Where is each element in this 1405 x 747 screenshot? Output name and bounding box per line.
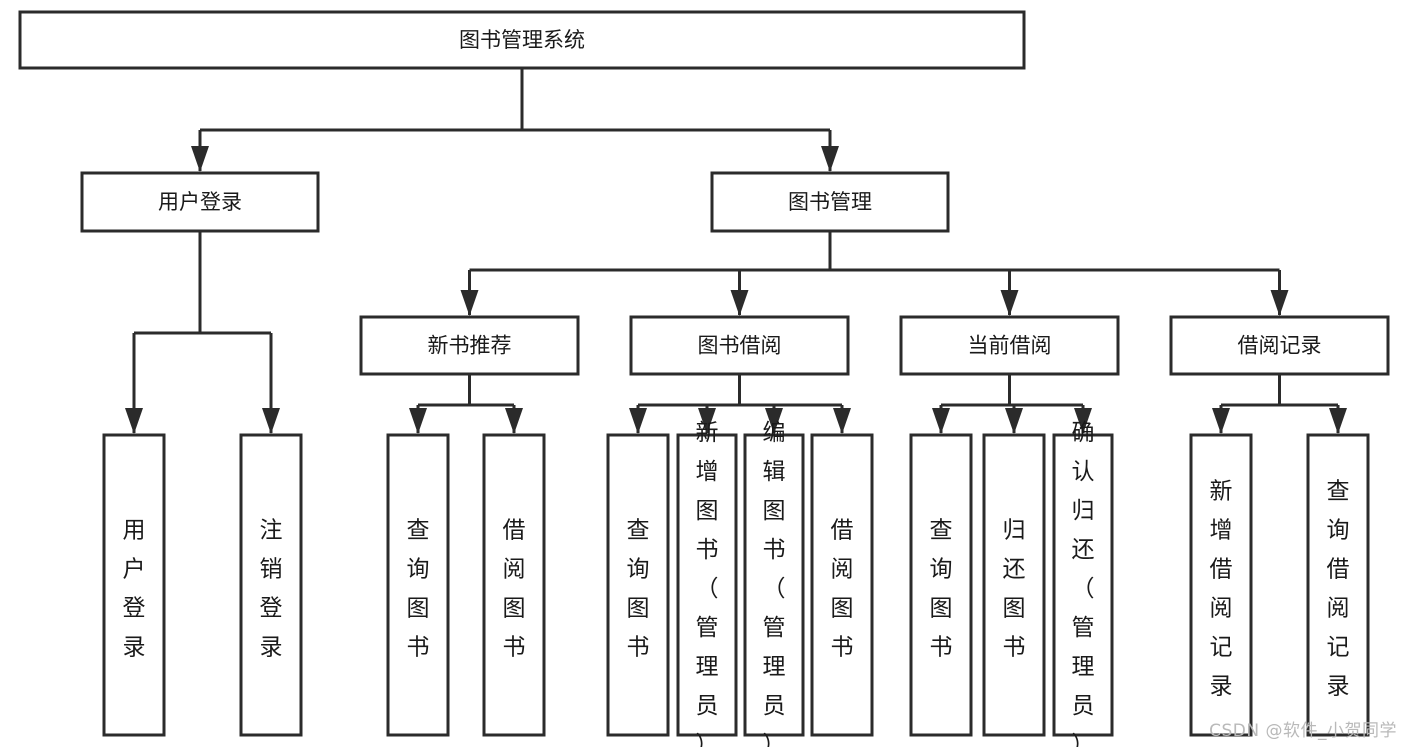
node-leaf-borrow-book-2[interactable]: 借阅图书 [810,433,874,737]
node-box [606,433,670,737]
arrow-head [409,408,427,434]
node-root[interactable]: 图书管理系统 [18,10,1026,70]
node-box [676,433,738,737]
node-box [482,433,546,737]
node-leaf-logout[interactable]: 注销登录 [239,433,303,737]
node-label: 查询图书 [407,517,430,660]
arrow-head [730,290,749,316]
node-current-borrow[interactable]: 当前借阅 [899,315,1120,376]
arrow-head [1005,408,1023,434]
node-box [899,315,1120,376]
node-label: 查询借阅记录 [1327,478,1350,699]
arrow-head [262,408,280,434]
node-label: 图书借阅 [698,334,782,358]
arrow-head [1074,408,1092,434]
node-label: 新书推荐 [428,334,512,358]
node-leaf-confirm-return[interactable]: 确认归还（管理员） [1052,420,1114,747]
node-box [239,433,303,737]
node-label: 图书管理系统 [459,28,585,52]
arrow-head [191,146,209,172]
node-leaf-user-login[interactable]: 用户登录 [102,433,166,737]
node-box [1052,433,1114,737]
arrow-head [833,408,851,434]
node-leaf-query-book-3[interactable]: 查询图书 [909,433,973,737]
node-leaf-query-book-1[interactable]: 查询图书 [386,433,450,737]
node-box [810,433,874,737]
arrow-head [505,408,523,434]
node-label: 新增图书（管理员） [696,420,719,747]
arrow-head [1000,290,1019,316]
arrow-head [125,408,143,434]
node-label: 借阅图书 [503,517,526,660]
arrow-head [932,408,950,434]
node-label: 借阅图书 [831,517,854,660]
node-label: 查询图书 [930,517,953,660]
arrow-head [1212,408,1230,434]
node-leaf-return-book[interactable]: 归还图书 [982,433,1046,737]
node-box [743,433,805,737]
node-label: 用户登录 [158,190,242,214]
node-label: 编辑图书（管理员） [763,420,786,747]
node-book-manage[interactable]: 图书管理 [710,171,950,233]
node-box [18,10,1026,70]
node-label: 图书管理 [788,190,872,214]
node-book-borrow[interactable]: 图书借阅 [629,315,850,376]
arrow-head [460,290,479,316]
node-label: 归还图书 [1003,517,1026,660]
node-new-book-rec[interactable]: 新书推荐 [359,315,580,376]
node-box [80,171,320,233]
node-box [1169,315,1390,376]
node-box [359,315,580,376]
node-leaf-borrow-book-1[interactable]: 借阅图书 [482,433,546,737]
node-leaf-add-record[interactable]: 新增借阅记录 [1189,433,1253,737]
node-label: 查询图书 [627,517,650,660]
node-label: 确认归还（管理员） [1072,420,1095,747]
node-leaf-edit-book[interactable]: 编辑图书（管理员） [743,420,805,747]
node-box [1306,433,1370,737]
node-leaf-query-record[interactable]: 查询借阅记录 [1306,433,1370,737]
node-leaf-add-book[interactable]: 新增图书（管理员） [676,420,738,747]
node-label: 借阅记录 [1238,334,1322,358]
node-box [909,433,973,737]
node-borrow-record[interactable]: 借阅记录 [1169,315,1390,376]
node-box [982,433,1046,737]
node-leaf-query-book-2[interactable]: 查询图书 [606,433,670,737]
node-label: 注销登录 [260,517,283,660]
connector-layer [125,68,1347,434]
node-box [386,433,450,737]
arrow-head [698,408,716,434]
node-box [710,171,950,233]
node-box [1189,433,1253,737]
node-label: 当前借阅 [968,334,1052,358]
node-box [102,433,166,737]
arrow-head [1329,408,1347,434]
node-label: 新增借阅记录 [1210,478,1233,699]
node-layer: 图书管理系统用户登录图书管理新书推荐图书借阅当前借阅借阅记录用户登录注销登录查询… [18,10,1390,747]
node-user-login[interactable]: 用户登录 [80,171,320,233]
arrow-head [1270,290,1289,316]
arrow-head [821,146,839,172]
arrow-head [765,408,783,434]
node-box [629,315,850,376]
arrow-head [629,408,647,434]
node-label: 用户登录 [123,517,146,660]
